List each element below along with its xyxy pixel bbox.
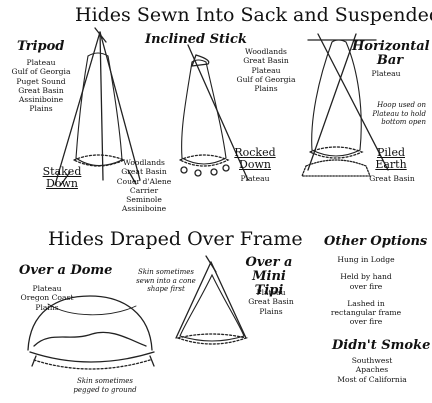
other-option-item: Lashed in rectangular frame over fire — [330, 298, 402, 327]
mini-tipi-illustration — [175, 255, 249, 345]
tripod-region: Great Basin — [18, 85, 64, 95]
staked-down-region: Carrier — [129, 185, 159, 195]
staked-down-region: Seminole — [126, 195, 162, 205]
mini-tipi-regions: Plateau Great Basin Plains — [240, 288, 302, 316]
tripod-region: Plateau — [26, 58, 56, 67]
mini-tipi-region: Great Basin — [248, 297, 294, 307]
tripod-label: Tripod — [17, 39, 65, 54]
hoop-note-line: bottom open — [381, 118, 426, 127]
horizontal-bar-illustration — [301, 33, 389, 177]
inclined-stick-label: Inclined Stick — [145, 32, 247, 47]
hoop-note-line: Plateau to hold — [372, 109, 426, 118]
didnt-smoke-region: Apaches — [355, 365, 389, 375]
hoop-note: Hoop used on Plateau to hold bottom open — [354, 101, 426, 127]
tripod-region: Gulf of Georgia — [11, 67, 71, 77]
dome-region: Plateau — [32, 284, 62, 293]
tipi-note-line: Skin sometimes — [137, 268, 195, 276]
dome-region: Plains — [35, 302, 59, 312]
horizontal-bar-region: Plateau — [371, 69, 401, 78]
didnt-smoke-region: Southwest — [351, 356, 393, 365]
mini-tipi-label: Over a Mini Tipi — [245, 255, 293, 298]
tripod-region: Assiniboine — [18, 95, 64, 105]
horizontal-bar-regions: Plateau — [356, 69, 416, 78]
piled-earth-label: Piled Earth — [375, 146, 407, 171]
inclined-stick-illustration — [178, 44, 249, 181]
title-sewn-sack: Hides Sewn Into Sack and Suspended — [75, 4, 432, 26]
inclined-stick-region: Plateau — [251, 65, 281, 75]
hoop-note-line: Hoop used on — [377, 101, 426, 109]
staked-down-region: Woodlands — [123, 158, 165, 167]
staked-down-region: Great Basin — [121, 167, 167, 177]
other-option-item: Hung in Lodge — [337, 255, 395, 264]
rocked-down-label: Rocked Down — [234, 146, 276, 171]
tripod-region: Plains — [29, 104, 53, 114]
tipi-note: Skin sometimes sewn into a cone shape fi… — [128, 268, 204, 294]
inclined-stick-region: Gulf of Georgia — [236, 74, 296, 84]
dome-note-line: Skin sometimes — [76, 377, 134, 385]
didnt-smoke-label: Didn't Smoke — [332, 338, 431, 353]
inclined-stick-region: Plains — [254, 84, 278, 94]
dome-label: Over a Dome — [19, 263, 113, 278]
dome-note-line: pegged to ground — [73, 385, 137, 394]
tripod-illustration — [54, 27, 141, 187]
rocked-down-region: Plateau — [240, 174, 270, 183]
tipi-note-line: sewn into a cone — [136, 276, 196, 285]
staked-down-region: Assiniboine — [121, 204, 167, 214]
staked-down-regions: Woodlands Great Basin Couer d'Alene Carr… — [104, 158, 184, 214]
other-options-label: Other Options — [324, 234, 428, 249]
staked-down-label: Staked Down — [42, 165, 82, 190]
piled-earth-region: Great Basin — [369, 174, 415, 183]
other-option-item: Held by hand over fire — [340, 272, 392, 291]
rocked-down-regions: Plateau — [234, 174, 276, 183]
inclined-stick-region: Great Basin — [243, 56, 289, 66]
other-options-items: Hung in Lodge Held by hand over fire Las… — [316, 255, 416, 327]
dome-note: Skin sometimes pegged to ground — [60, 377, 150, 394]
mini-tipi-region: Plains — [259, 306, 283, 316]
staked-down-region: Couer d'Alene — [116, 176, 172, 186]
piled-earth-regions: Great Basin — [362, 174, 422, 183]
tripod-regions: Plateau Gulf of Georgia Puget Sound Grea… — [2, 58, 80, 114]
tripod-region: Puget Sound — [16, 76, 66, 86]
mini-tipi-region: Plateau — [256, 288, 286, 297]
title-draped-frame: Hides Draped Over Frame — [48, 228, 303, 250]
didnt-smoke-regions: Southwest Apaches Most of California — [322, 356, 422, 384]
inclined-stick-regions: Woodlands Great Basin Plateau Gulf of Ge… — [230, 47, 302, 93]
dome-illustration — [27, 295, 155, 370]
dome-region: Oregon Coast — [20, 293, 74, 303]
inclined-stick-region: Woodlands — [245, 47, 287, 56]
dome-regions: Plateau Oregon Coast Plains — [16, 284, 78, 312]
horizontal-bar-label: Horizontal Bar — [352, 39, 430, 68]
didnt-smoke-region: Most of California — [337, 374, 407, 384]
tipi-note-line: shape first — [147, 285, 185, 294]
